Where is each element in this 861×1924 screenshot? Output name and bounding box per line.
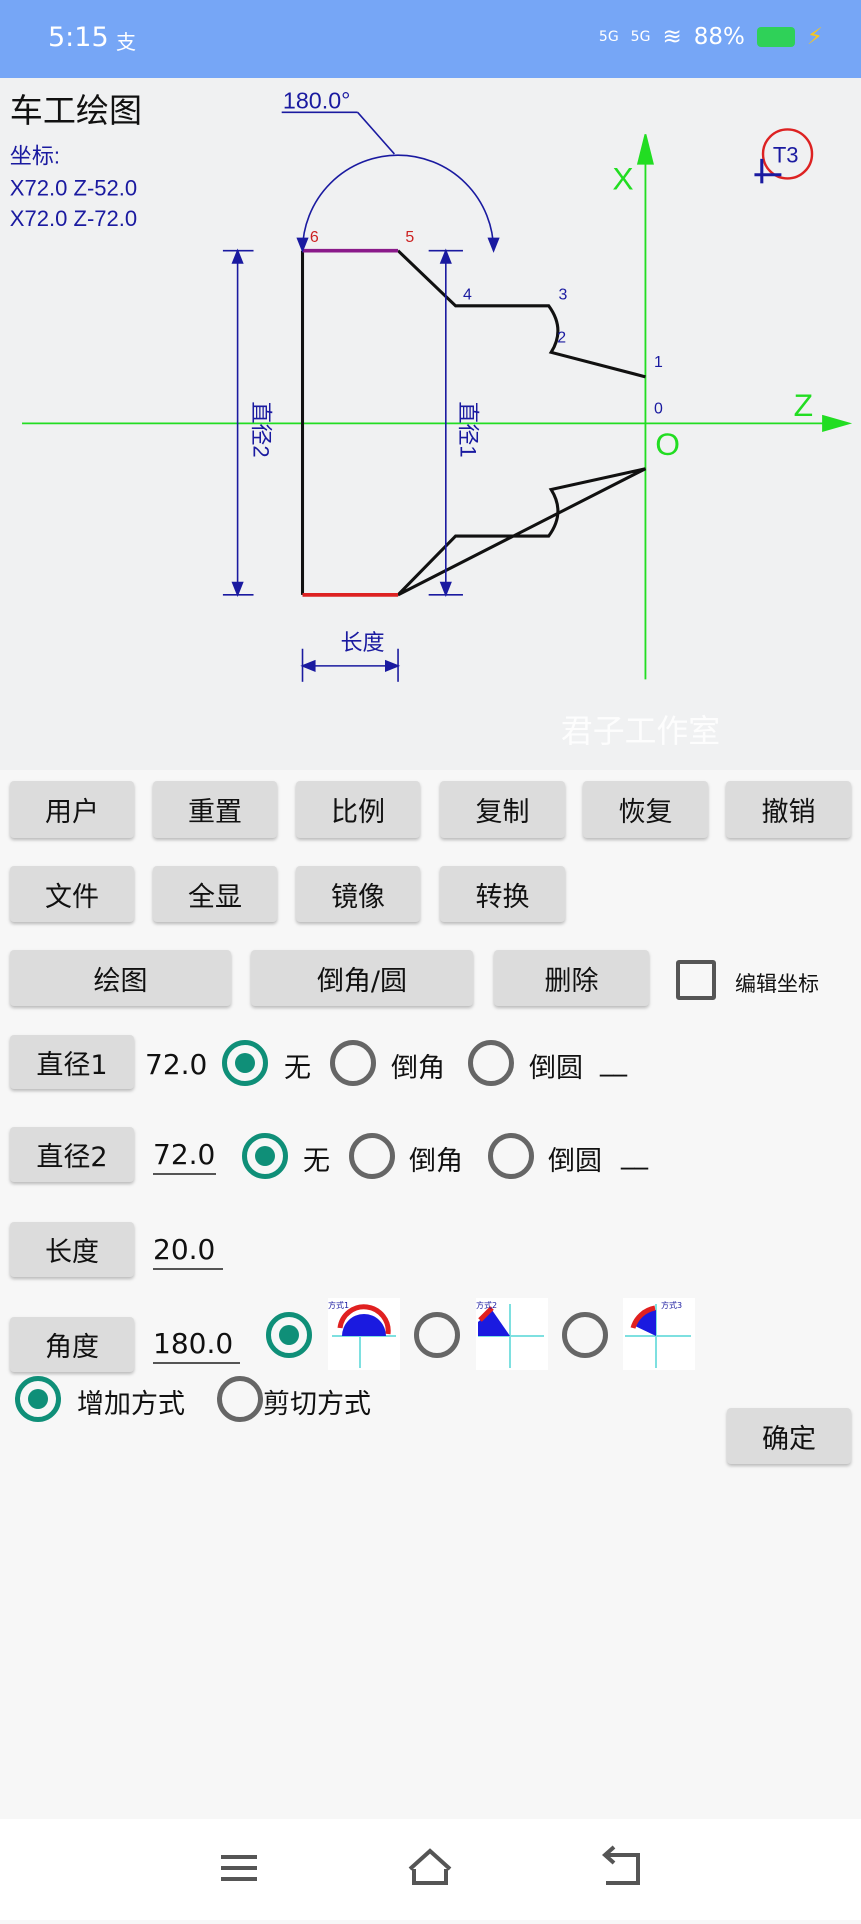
dia2-value[interactable]: 72.0 <box>153 1138 216 1175</box>
copy-button[interactable]: 复制 <box>440 781 565 838</box>
tool-icon <box>761 128 814 180</box>
dia2-none-label: 无 <box>303 1146 330 1177</box>
dia2-round-label: 倒圆 <box>548 1146 602 1177</box>
dia2-none-radio[interactable] <box>242 1133 288 1179</box>
watermark: 君子工作室 <box>561 713 720 749</box>
drawing-title: 车工绘图 <box>10 93 142 130</box>
back-icon[interactable] <box>601 1845 640 1885</box>
mode1-image: 方式1 <box>328 1298 400 1370</box>
add-mode-radio[interactable] <box>15 1376 61 1422</box>
draw-button[interactable]: 绘图 <box>10 950 231 1006</box>
tool-label: T3 <box>773 143 799 168</box>
user-button[interactable]: 用户 <box>10 781 134 838</box>
clock: 5:15 <box>48 22 109 53</box>
dia2-round-radio[interactable] <box>488 1133 534 1179</box>
restore-button[interactable]: 恢复 <box>583 781 708 838</box>
point-label: 1 <box>654 354 663 371</box>
point-label: 0 <box>654 401 663 418</box>
mirror-button[interactable]: 镜像 <box>296 866 420 922</box>
dia2-chamfer-radio[interactable] <box>349 1133 395 1179</box>
mode3-radio[interactable] <box>562 1312 608 1358</box>
mode2-radio[interactable] <box>414 1312 460 1358</box>
dia1-round-label: 倒圆 <box>529 1053 583 1084</box>
wifi-icon: ≋ <box>662 24 682 50</box>
navigation-bar <box>0 1819 861 1920</box>
signal-icon: 5G <box>630 29 651 45</box>
battery-icon <box>756 27 795 47</box>
mode1-radio[interactable] <box>266 1312 312 1358</box>
coord-label: 坐标: <box>10 144 60 169</box>
z-axis-label: Z <box>794 387 813 423</box>
coord-2: X72.0 Z-72.0 <box>10 206 137 231</box>
dia2-chamfer-label: 倒角 <box>409 1146 463 1177</box>
mode2-image: 方式2 <box>476 1298 548 1370</box>
dia1-value[interactable]: 72.0 <box>145 1048 208 1081</box>
battery-level: 88% <box>693 24 745 50</box>
point-label: 4 <box>463 287 472 304</box>
angle-dimension: 180.0° <box>283 88 351 114</box>
axes <box>22 134 853 680</box>
cut-mode-label: 剪切方式 <box>263 1389 371 1420</box>
tool-tip-icon <box>754 158 782 184</box>
dia1-button[interactable]: 直径1 <box>10 1035 134 1089</box>
mode3-image: 方式3 <box>623 1298 695 1370</box>
dia2-button[interactable]: 直径2 <box>10 1127 134 1182</box>
point-label: 6 <box>310 229 319 246</box>
confirm-button[interactable]: 确定 <box>727 1408 851 1464</box>
part-profile <box>300 249 647 597</box>
coord-1: X72.0 Z-52.0 <box>10 176 137 201</box>
point-label: 3 <box>558 287 567 304</box>
mode3-label: 方式3 <box>661 1300 682 1310</box>
x-axis-label: X <box>612 160 633 196</box>
dia1-none-label: 无 <box>284 1053 311 1084</box>
dimensions <box>222 111 500 682</box>
dia1-none-radio[interactable] <box>222 1040 268 1086</box>
status-bar: 5:15 支 5G 5G ≋ 88% ⚡ <box>0 0 861 78</box>
length-dimension: 长度 <box>340 630 384 655</box>
file-button[interactable]: 文件 <box>10 866 134 922</box>
dia1-extra-input[interactable]: __ <box>600 1046 627 1077</box>
dia1-chamfer-radio[interactable] <box>330 1040 376 1086</box>
add-mode-label: 增加方式 <box>77 1389 185 1420</box>
length-button[interactable]: 长度 <box>10 1222 134 1277</box>
mode1-label: 方式1 <box>328 1300 349 1310</box>
point-label: 5 <box>405 229 414 246</box>
convert-button[interactable]: 转换 <box>440 866 565 922</box>
delete-button[interactable]: 删除 <box>494 950 649 1006</box>
dia2-extra-input[interactable]: __ <box>621 1139 648 1170</box>
angle-value[interactable]: 180.0 <box>153 1327 240 1364</box>
point-label: 2 <box>557 330 566 347</box>
dia1-round-radio[interactable] <box>468 1040 514 1086</box>
edit-coords-checkbox[interactable] <box>676 960 716 1000</box>
angle-button[interactable]: 角度 <box>10 1317 134 1372</box>
notification-icon: 支 <box>116 30 136 54</box>
home-icon[interactable] <box>408 1848 452 1885</box>
origin-label: O <box>655 426 680 462</box>
dia2-dimension: 直径2 <box>249 401 274 457</box>
length-value[interactable]: 20.0 <box>153 1233 223 1270</box>
dia1-dimension: 直径1 <box>456 401 481 457</box>
undo-button[interactable]: 撤销 <box>726 781 851 838</box>
show-all-button[interactable]: 全显 <box>153 866 277 922</box>
dia1-chamfer-label: 倒角 <box>391 1053 445 1084</box>
reset-button[interactable]: 重置 <box>153 781 277 838</box>
scale-button[interactable]: 比例 <box>296 781 420 838</box>
charging-icon: ⚡ <box>806 24 823 50</box>
drawing-canvas[interactable]: 车工绘图 坐标: X72.0 Z-52.0 X72.0 Z-72.0 X Z O… <box>0 78 861 770</box>
signal-icon: 5G <box>598 29 619 45</box>
menu-icon[interactable] <box>221 1855 257 1881</box>
cut-mode-radio[interactable] <box>217 1376 263 1422</box>
chamfer-round-button[interactable]: 倒角/圆 <box>251 950 473 1006</box>
mode2-label: 方式2 <box>476 1300 497 1310</box>
edit-coords-label: 编辑坐标 <box>735 972 819 996</box>
